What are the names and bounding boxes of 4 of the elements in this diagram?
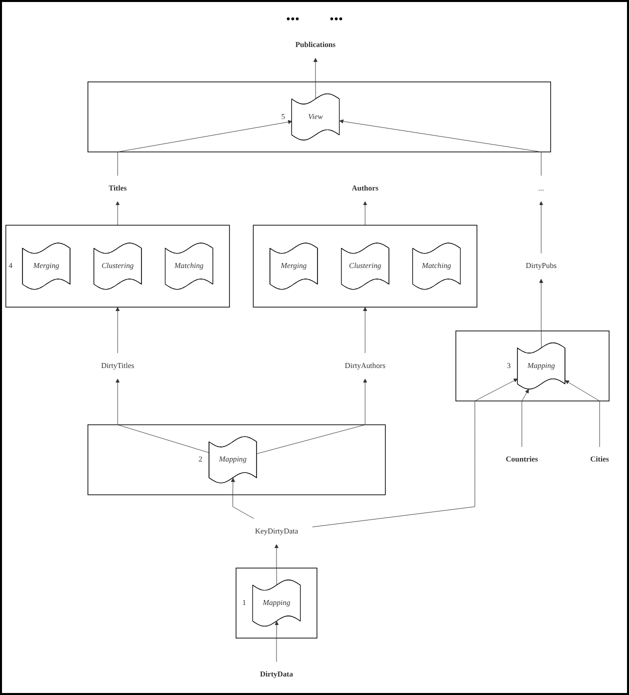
cluster <box>252 224 478 308</box>
cluster <box>5 224 230 308</box>
ellipsis-label: ... <box>330 4 343 25</box>
ellipsis-label: ... <box>286 4 300 25</box>
